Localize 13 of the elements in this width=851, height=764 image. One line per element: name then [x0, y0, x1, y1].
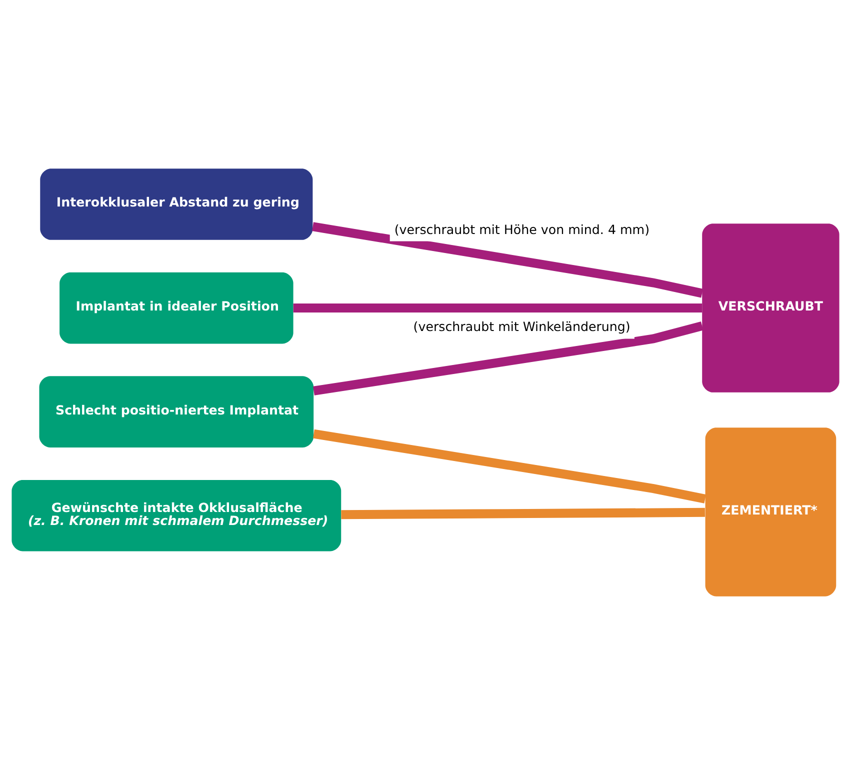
node-box: Gewünschte intakte Okklusalfläche (z. B. Kronen mit schmalem Durchmesser) [12, 479, 342, 551]
node-box: Schlecht positio-niertes Implantat [39, 376, 314, 447]
connector [313, 428, 706, 503]
connector [293, 303, 702, 312]
edge-label: (verschraubt mit Winkeländerung) [413, 318, 630, 334]
node-box: Interokklusaler Abstand zu gering [40, 168, 313, 240]
connector [312, 222, 704, 298]
connector [341, 507, 705, 519]
node-box: Implantat in idealer Position [60, 272, 294, 344]
node-box: VERSCHRAUBT [702, 223, 840, 392]
node-box: ZEMENTIERT* [705, 427, 836, 596]
connector [313, 321, 704, 395]
edge-label: (verschraubt mit Höhe von mind. 4 mm) [394, 221, 650, 236]
